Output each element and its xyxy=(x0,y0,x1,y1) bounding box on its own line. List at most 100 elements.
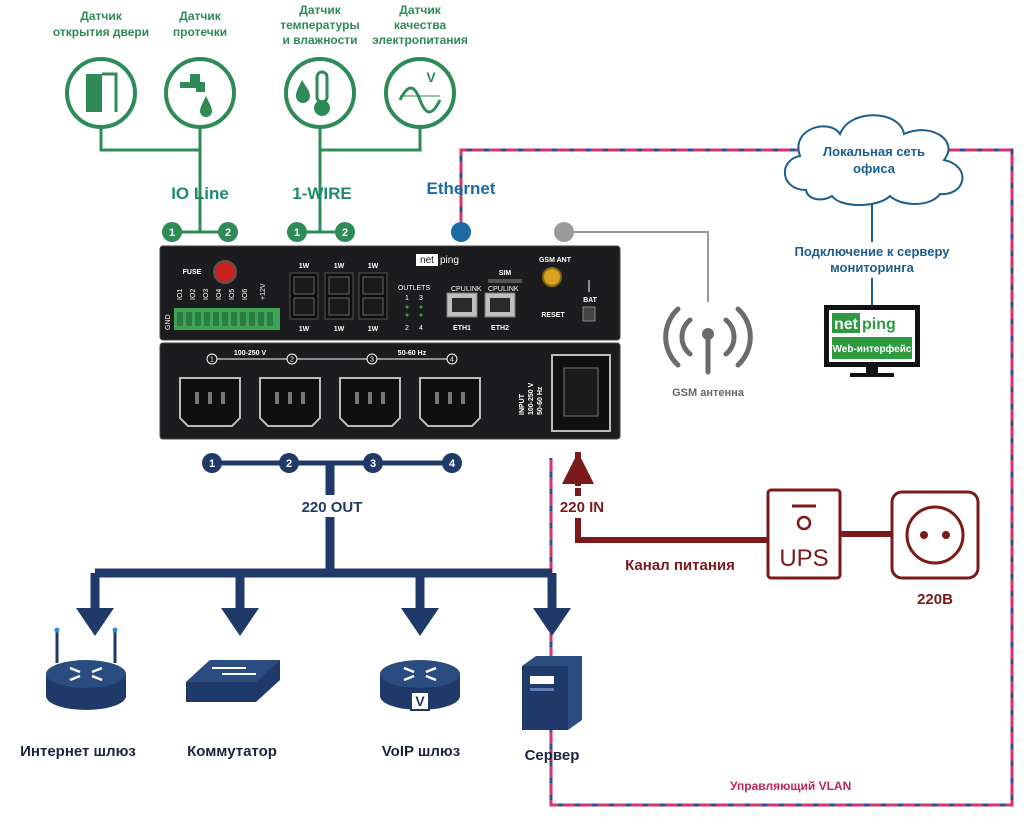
fuse-label: FUSE xyxy=(183,269,202,276)
onewire-top-1: 1W xyxy=(299,263,310,270)
sensor-label-power: Датчик качества электропитания xyxy=(372,3,468,47)
sensor-label-temp: Датчик температуры и влажности xyxy=(280,3,359,47)
in-label: 220 IN xyxy=(560,499,604,516)
eth1-label: ETH1 xyxy=(453,325,471,332)
ethernet-ports: CPU LINK ETH1 CPU LINK ETH2 xyxy=(446,286,519,332)
logo-net: net xyxy=(420,255,434,266)
io2-label: IO2 xyxy=(190,289,197,300)
ethernet-port-dot xyxy=(451,222,471,242)
io-line-ports: 1 2 xyxy=(162,210,238,242)
out-port-2: 2 xyxy=(286,458,292,470)
pdu-num-2: 2 xyxy=(290,357,294,364)
io-line-label: IO Line xyxy=(171,184,229,203)
sensor-label-leak-line1: Датчик xyxy=(179,9,221,23)
onewire-top-2: 1W xyxy=(334,263,345,270)
input-line1: INPUT xyxy=(519,393,526,415)
temperature-humidity-sensor-icon xyxy=(284,57,356,129)
sensor-label-temp-line3: и влажности xyxy=(282,33,357,47)
outlet-led-3: 3 xyxy=(419,295,423,302)
server-icon xyxy=(522,656,582,730)
outlet-led-1: 1 xyxy=(405,295,409,302)
power-in-path xyxy=(562,452,892,543)
cloud-label-line2: офиса xyxy=(853,161,896,176)
sim-slot xyxy=(488,279,522,283)
out-port-4: 4 xyxy=(449,458,456,470)
sensor-label-door-line2: открытия двери xyxy=(53,25,149,39)
eth2-cpu: CPU xyxy=(488,286,503,293)
consumer-server: Сервер xyxy=(525,747,580,764)
consumer-internet-gateway: Интернет шлюз xyxy=(20,743,136,760)
gsm-connector xyxy=(542,267,562,287)
monitor-ping: ping xyxy=(862,316,896,333)
onewire-port-1: 1 xyxy=(294,227,300,239)
reset-label: RESET xyxy=(541,312,565,319)
pdu-num-4: 4 xyxy=(450,357,454,364)
gsm-antenna-label: GSM антенна xyxy=(672,387,745,399)
sensor-lines xyxy=(99,127,422,228)
netping-pdu: 1 2 3 4 100-250 V 50-60 Hz INPUT 100-250… xyxy=(159,342,621,440)
netping-controller: FUSE IO1 IO2 IO3 IO4 IO5 IO6 +12V GND xyxy=(159,245,621,341)
power-quality-sensor-icon: V xyxy=(384,57,456,129)
io1-label: IO1 xyxy=(177,289,184,300)
one-wire-sockets: 1W 1W 1W 1W 1W 1W xyxy=(289,263,388,333)
pdu-num-1: 1 xyxy=(210,357,214,364)
fuse-knob xyxy=(213,260,237,284)
out-label: 220 OUT xyxy=(302,499,363,516)
monitor-subtitle: Web-интерфейс xyxy=(833,343,912,355)
onewire-bottom-1: 1W xyxy=(299,326,310,333)
leak-sensor-icon xyxy=(164,57,236,129)
gsm-cable xyxy=(554,222,709,302)
io-labels: IO1 IO2 IO3 IO4 IO5 IO6 +12V GND xyxy=(165,283,267,330)
netping-logo: net ping xyxy=(416,254,459,266)
io-terminal-block xyxy=(174,308,280,330)
pdu-outlet-pins xyxy=(195,392,465,404)
io-port-2: 2 xyxy=(225,227,231,239)
consumer-switch: Коммутатор xyxy=(187,743,277,760)
switch-icon xyxy=(186,660,280,702)
io3-label: IO3 xyxy=(203,289,210,300)
pdu-num-3: 3 xyxy=(370,357,374,364)
onewire-bottom-2: 1W xyxy=(334,326,345,333)
power-channel-label: Канал питания xyxy=(625,557,735,574)
sensor-label-power-line3: электропитания xyxy=(372,33,468,47)
outlet-led-2: 2 xyxy=(405,325,409,332)
voip-v-glyph: V xyxy=(415,693,425,709)
onewire-port-2: 2 xyxy=(342,227,348,239)
sensor-label-temp-line1: Датчик xyxy=(299,3,341,17)
sensor-label-leak-line2: протечки xyxy=(173,25,227,39)
sensor-label-door-line1: Датчик xyxy=(80,9,122,23)
gsm-ant-label: GSM ANT xyxy=(539,257,572,264)
sensor-label-door: Датчик открытия двери xyxy=(53,9,149,39)
ethernet-label: Ethernet xyxy=(427,179,496,198)
pdu-freq: 50-60 Hz xyxy=(398,350,427,357)
out-bus: 1 2 3 4 xyxy=(76,453,571,636)
eth2-link: LINK xyxy=(503,286,519,293)
sensor-label-power-line1: Датчик xyxy=(399,3,441,17)
socket-label: 220В xyxy=(917,591,953,608)
ups-icon: UPS xyxy=(766,488,842,580)
onewire-top-3: 1W xyxy=(368,263,379,270)
monitor-caption-line2: мониторинга xyxy=(830,260,915,275)
monitor-net: net xyxy=(834,316,859,333)
monitor-caption-line1: Подключение к серверу xyxy=(795,244,951,259)
out-port-3: 3 xyxy=(370,458,376,470)
logo-ping: ping xyxy=(440,255,459,266)
gsm-antenna-icon xyxy=(663,306,753,375)
consumer-voip-gateway: VoIP шлюз xyxy=(382,743,460,760)
ups-label: UPS xyxy=(779,545,828,572)
one-wire-ports: 1 2 xyxy=(287,210,355,242)
reset-button xyxy=(582,306,596,322)
io6-label: IO6 xyxy=(242,289,249,300)
outlets-leds: OUTLETS 1 3 2 4 xyxy=(398,285,431,332)
voip-gateway-icon: V xyxy=(380,660,460,711)
eth1-link: LINK xyxy=(466,286,482,293)
sensor-label-power-line2: качества xyxy=(394,18,447,32)
out-port-1: 1 xyxy=(209,458,215,470)
pdu-voltage: 100-250 V xyxy=(234,350,267,357)
outlet-led-4: 4 xyxy=(419,325,423,332)
outlets-title: OUTLETS xyxy=(398,285,431,292)
sensor-label-leak: Датчик протечки xyxy=(173,9,227,39)
sensor-label-temp-line2: температуры xyxy=(280,18,359,32)
input-line3: 50-60 Hz xyxy=(537,386,544,415)
